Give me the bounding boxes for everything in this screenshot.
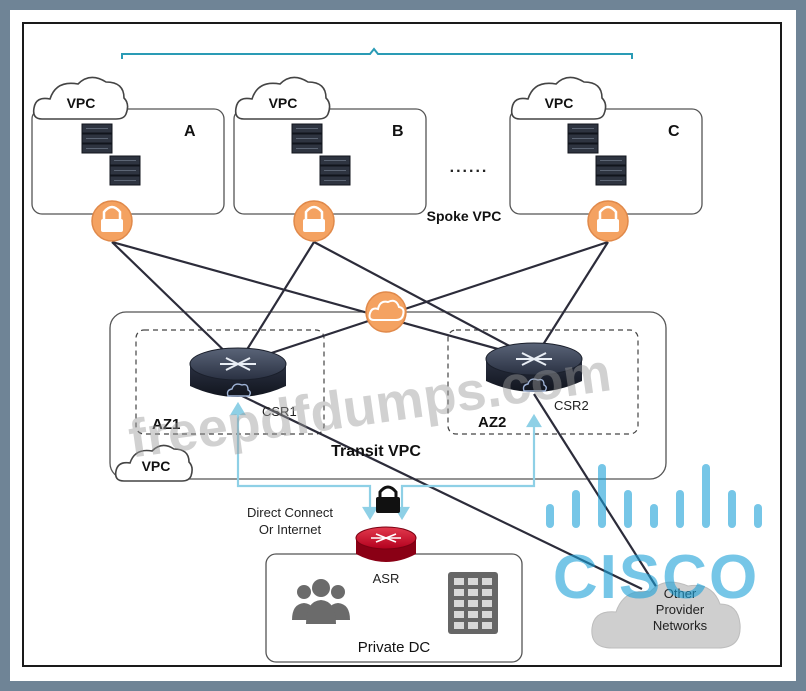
spoke-c-letter: C xyxy=(668,123,680,140)
connection-label-line2: Or Internet xyxy=(259,522,322,537)
diagram-canvas: VPC VPC VPC A B C ...... Spoke VPC xyxy=(22,22,782,667)
other-networks-line1: Other xyxy=(664,586,697,601)
orange-cloud-icon xyxy=(365,291,407,333)
csr1-label: CSR1 xyxy=(262,404,297,419)
lock-icon xyxy=(587,200,629,242)
az1-label: AZ1 xyxy=(152,416,180,433)
lock-icon xyxy=(293,200,335,242)
transit-vpc-label: Transit VPC xyxy=(331,443,421,460)
spoke-vpc-label: Spoke VPC xyxy=(427,208,502,224)
other-networks-line3: Networks xyxy=(653,618,708,633)
network-diagram: VPC VPC VPC A B C ...... Spoke VPC xyxy=(31,47,762,663)
private-dc-label: Private DC xyxy=(358,639,431,656)
spoke-c-vpc-label: VPC xyxy=(545,95,574,111)
lock-icon xyxy=(91,200,133,242)
cloud-icon xyxy=(234,76,331,120)
spoke-a-vpc-label: VPC xyxy=(67,95,96,111)
cisco-watermark: CISCO xyxy=(553,543,759,612)
transit-vpc-cloud-label: VPC xyxy=(142,458,171,474)
csr2-label: CSR2 xyxy=(554,398,589,413)
diagram-frame: VPC VPC VPC A B C ...... Spoke VPC xyxy=(10,10,796,681)
asr-router-icon xyxy=(355,526,417,562)
spoke-b-letter: B xyxy=(392,123,404,140)
az2-zone xyxy=(447,329,639,435)
csr1-router-icon xyxy=(189,347,287,397)
cloud-icon xyxy=(114,444,193,482)
cloud-icon xyxy=(510,76,607,120)
users-icon xyxy=(292,579,350,624)
building-icon xyxy=(448,572,498,634)
connection-label-line1: Direct Connect xyxy=(247,505,333,520)
az1-zone xyxy=(135,329,325,435)
asr-label: ASR xyxy=(373,571,400,586)
spoke-b-vpc-label: VPC xyxy=(269,95,298,111)
private-links xyxy=(230,401,542,521)
az2-label: AZ2 xyxy=(478,414,506,431)
padlock-icon xyxy=(376,485,400,513)
spoke-a-letter: A xyxy=(184,123,196,140)
other-networks-line2: Provider xyxy=(656,602,705,617)
more-spokes-ellipsis: ...... xyxy=(450,159,489,176)
cloud-icon xyxy=(32,76,129,120)
cisco-logo-bars xyxy=(546,464,762,528)
csr2-router-icon xyxy=(485,342,583,392)
spoke-group-bracket xyxy=(121,47,633,59)
cloud-icon xyxy=(591,581,741,649)
